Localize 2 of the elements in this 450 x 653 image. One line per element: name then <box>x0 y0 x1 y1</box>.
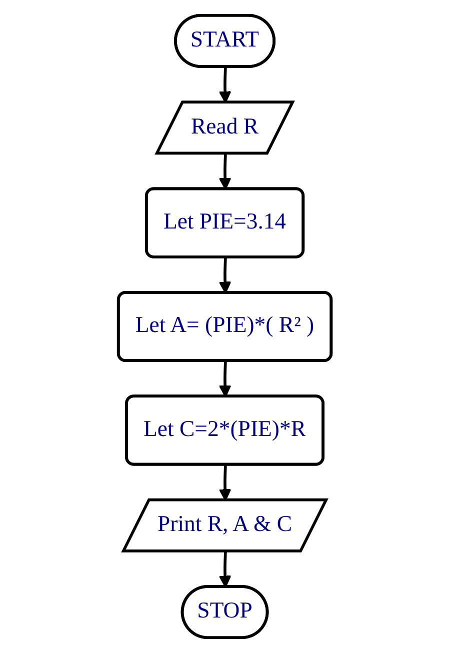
arrow <box>219 154 232 190</box>
arrow <box>219 361 232 398</box>
